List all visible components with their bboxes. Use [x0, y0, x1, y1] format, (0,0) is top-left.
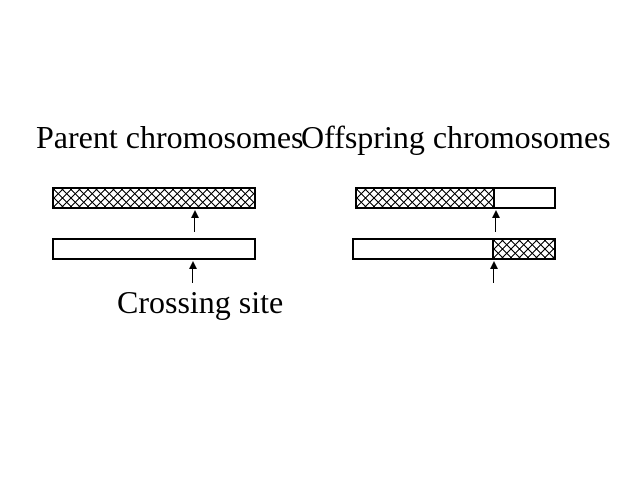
parent-chromosome-1-bar	[52, 187, 256, 209]
offspring-1-crosshatch-segment	[357, 189, 495, 207]
arrow-head	[190, 210, 199, 218]
offspring-2-plain-segment	[354, 240, 494, 258]
arrow-stem	[495, 218, 496, 232]
arrow-stem	[493, 269, 494, 283]
parent-chromosomes-title: Parent chromosomes	[36, 119, 304, 155]
offspring-chromosomes-title: Offspring chromosomes	[301, 119, 611, 155]
arrow-head	[188, 261, 197, 269]
arrow-stem	[192, 269, 193, 283]
offspring-1-plain-segment	[495, 189, 554, 207]
up-arrow-icon	[190, 210, 199, 232]
arrow-head	[491, 210, 500, 218]
parent-chromosome-2-bar	[52, 238, 256, 260]
offspring-2-crosshatch-segment	[494, 240, 554, 258]
offspring-chromosome-1-bar	[355, 187, 556, 209]
crossing-site-label: Crossing site	[117, 284, 284, 320]
up-arrow-icon	[489, 261, 498, 283]
offspring-chromosome-2-bar	[352, 238, 556, 260]
up-arrow-icon	[188, 261, 197, 283]
arrow-head	[489, 261, 498, 269]
up-arrow-icon	[491, 210, 500, 232]
arrow-stem	[194, 218, 195, 232]
